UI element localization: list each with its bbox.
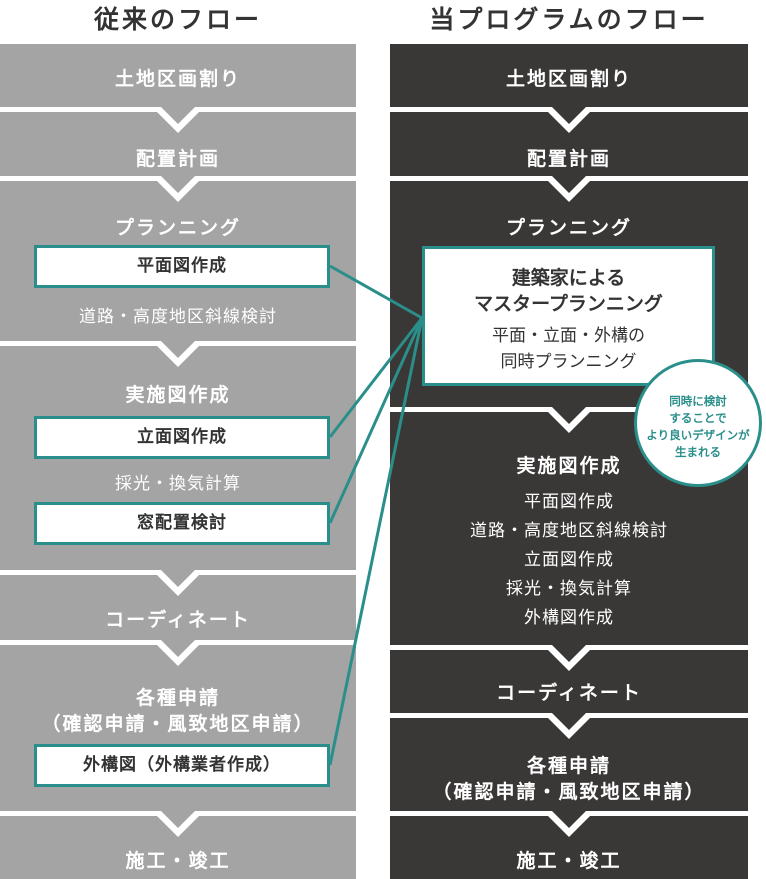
left-exterior-box: 外構図（外構業者作成）	[34, 744, 330, 787]
badge-line: 生まれる	[675, 445, 721, 459]
flow-arrow-fill	[551, 175, 587, 193]
flow-arrow-fill	[160, 569, 196, 587]
left-step-coordinate-label: コーディネート	[105, 609, 251, 631]
badge-line: より良いデザインが	[646, 428, 750, 442]
benefit-badge: 同時に検討 することで より良いデザインが 生まれる	[634, 359, 762, 487]
left-step-layout-label: 配置計画	[135, 148, 220, 170]
right-working-item: 立面図作成	[524, 550, 614, 570]
right-working-item: 採光・換気計算	[506, 579, 632, 599]
master-planning-line: 平面・立面・外構の	[492, 326, 645, 346]
flow-arrow-fill	[551, 712, 587, 730]
left-step-finish: 施工・竣工	[0, 810, 356, 879]
flow-arrow-fill	[160, 639, 196, 657]
right-step-finish-label: 施工・竣工	[516, 850, 622, 872]
master-planning-line: マスタープランニング	[474, 293, 663, 315]
left-road-check: 道路・高度地区斜線検討	[79, 307, 277, 327]
flow-arrow-fill	[551, 644, 587, 662]
right-step-land-label: 土地区画割り	[505, 68, 632, 90]
right-step-apply-detail: （確認申請・風致地区申請）	[432, 781, 706, 803]
left-floor-plan-box: 平面図作成	[34, 245, 330, 288]
flow-arrow-fill	[160, 340, 196, 358]
badge-line: 同時に検討	[669, 394, 727, 408]
right-step-land: 土地区画割り	[390, 44, 748, 107]
master-planning-box: 建築家による マスタープランニング 平面・立面・外構の 同時プランニング	[422, 246, 715, 386]
left-step-layout: 配置計画	[0, 106, 356, 176]
right-step-apply-label: 各種申請	[526, 755, 611, 777]
right-working-item: 道路・高度地区斜線検討	[470, 521, 668, 541]
right-working-item: 外構図作成	[524, 608, 614, 628]
master-planning-line: 建築家による	[511, 267, 626, 289]
left-light-calc: 採光・換気計算	[115, 474, 241, 494]
left-step-land-label: 土地区画割り	[114, 68, 241, 90]
connector-floor-plan	[329, 264, 423, 320]
right-step-layout-label: 配置計画	[526, 148, 611, 170]
right-step-layout: 配置計画	[390, 106, 748, 176]
left-step-apply-detail: （確認申請・風致地区申請）	[41, 713, 315, 735]
right-step-finish: 施工・竣工	[390, 810, 748, 879]
right-heading: 当プログラムのフロー	[429, 5, 709, 34]
right-step-planning-label: プランニング	[505, 217, 632, 239]
right-step-working: 実施図作成 平面図作成 道路・高度地区斜線検討 立面図作成 採光・換気計算 外構…	[390, 406, 748, 645]
left-step-coordinate: コーディネート	[0, 569, 356, 640]
left-step-finish-label: 施工・竣工	[125, 850, 231, 872]
left-step-land: 土地区画割り	[0, 44, 356, 107]
flow-arrow-fill	[551, 106, 587, 124]
master-planning-line: 同時プランニング	[500, 352, 637, 372]
right-step-coordinate-label: コーディネート	[496, 682, 642, 704]
left-step-working-label: 実施図作成	[125, 384, 231, 406]
left-step-planning-label: プランニング	[114, 217, 241, 239]
flow-arrow-fill	[160, 810, 196, 828]
badge-line: することで	[669, 411, 727, 425]
flow-arrow-fill	[551, 406, 587, 424]
left-window-box: 窓配置検討	[34, 502, 330, 545]
left-step-apply-label: 各種申請	[135, 687, 220, 709]
right-working-item: 平面図作成	[524, 492, 614, 512]
left-elevation-box: 立面図作成	[34, 416, 330, 459]
left-heading: 従来のフロー	[93, 5, 262, 34]
flow-arrow-fill	[160, 175, 196, 193]
connector-exterior	[328, 317, 424, 766]
flow-arrow-fill	[551, 810, 587, 828]
right-step-working-label: 実施図作成	[516, 455, 622, 477]
connector-elevation	[328, 317, 424, 438]
right-step-apply: 各種申請 （確認申請・風致地区申請）	[390, 712, 748, 811]
connector-window	[328, 317, 424, 524]
right-step-coordinate: コーディネート	[390, 644, 748, 713]
flow-arrow-fill	[160, 106, 196, 124]
